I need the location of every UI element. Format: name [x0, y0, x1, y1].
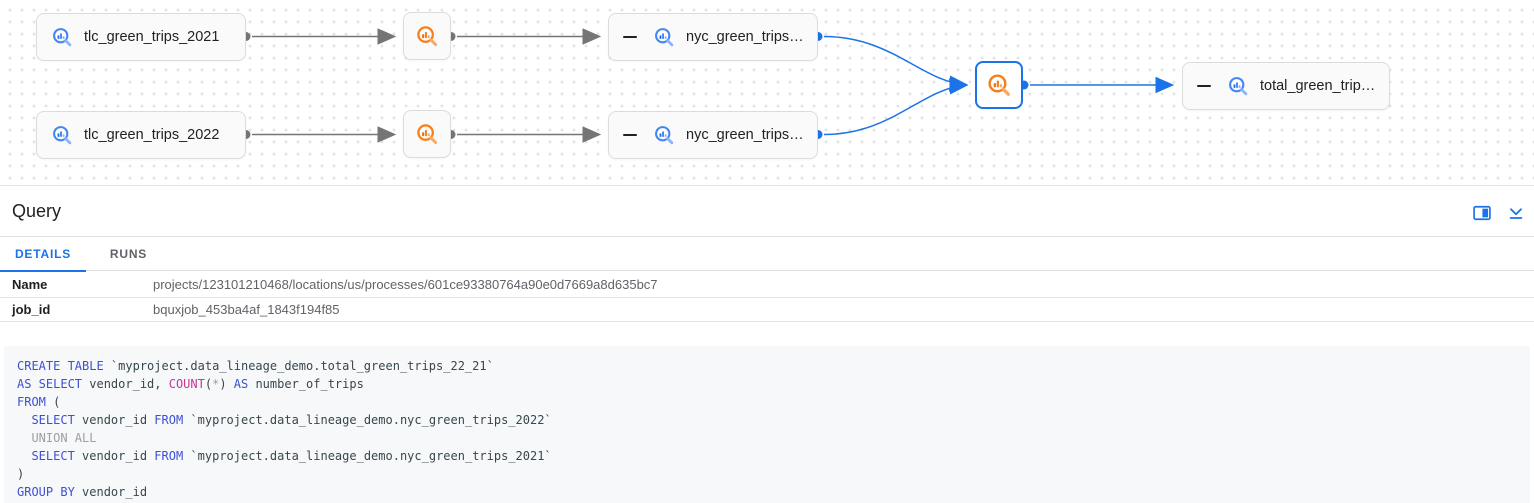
panel-header: Query: [0, 187, 1534, 237]
bigquery-table-icon: [51, 26, 73, 48]
detail-value: projects/123101210468/locations/us/proce…: [153, 276, 658, 292]
collapse-minus-icon[interactable]: [1197, 85, 1211, 87]
node-label: total_green_trip…: [1260, 78, 1375, 94]
graph-node-tlc-green-trips-2022[interactable]: tlc_green_trips_2022: [36, 111, 246, 159]
detail-label: job_id: [12, 302, 51, 317]
bigquery-table-icon: [653, 26, 675, 48]
node-label: tlc_green_trips_2021: [84, 29, 220, 45]
graph-node-nyc-green-trips-top[interactable]: nyc_green_trips…: [608, 13, 818, 61]
graph-node-nyc-green-trips-bottom[interactable]: nyc_green_trips…: [608, 111, 818, 159]
query-details-panel: Query DETAILS R: [0, 187, 1534, 503]
bigquery-table-icon: [51, 124, 73, 146]
bigquery-table-icon: [1227, 75, 1249, 97]
collapse-minus-icon[interactable]: [623, 134, 637, 136]
detail-row-job-id: job_id bquxjob_453ba4af_1843f194f85: [0, 298, 1534, 322]
collapse-panel-button[interactable]: [1505, 202, 1527, 224]
detail-value: bquxjob_453ba4af_1843f194f85: [153, 302, 340, 317]
panel-title: Query: [12, 201, 62, 221]
node-label: nyc_green_trips…: [686, 127, 803, 143]
query-process-icon: [986, 72, 1012, 98]
bigquery-table-icon: [653, 124, 675, 146]
detail-label: Name: [12, 276, 48, 292]
open-in-split-view-button[interactable]: [1471, 202, 1493, 224]
query-process-icon: [415, 24, 439, 48]
detail-row-name: Name projects/123101210468/locations/us/…: [0, 271, 1534, 298]
query-process-icon: [415, 122, 439, 146]
node-label: tlc_green_trips_2022: [84, 127, 220, 143]
graph-node-total-green-trips[interactable]: total_green_trip…: [1182, 62, 1390, 110]
split-view-icon: [1472, 203, 1492, 223]
tab-details[interactable]: DETAILS: [0, 237, 86, 272]
tab-runs[interactable]: RUNS: [109, 247, 148, 261]
node-label: nyc_green_trips…: [686, 29, 803, 45]
collapse-minus-icon[interactable]: [623, 36, 637, 38]
graph-node-tlc-green-trips-2021[interactable]: tlc_green_trips_2021: [36, 13, 246, 61]
graph-node-query-process-2[interactable]: [403, 110, 451, 158]
lineage-canvas[interactable]: tlc_green_trips_2021 tlc_green_trips_202…: [0, 0, 1534, 186]
graph-node-query-process-1[interactable]: [403, 12, 451, 60]
sql-query-code-block: CREATE TABLE `myproject.data_lineage_dem…: [4, 346, 1530, 503]
panel-tab-bar: DETAILS RUNS: [0, 237, 1534, 272]
collapse-chevron-icon: [1506, 203, 1526, 223]
graph-node-query-process-selected[interactable]: [975, 61, 1023, 109]
